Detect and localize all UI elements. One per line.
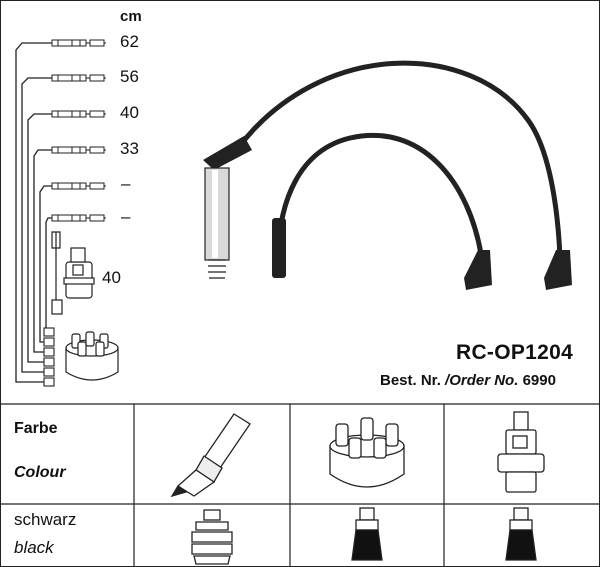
cable-length-1: 62 bbox=[120, 32, 139, 51]
cable-connector-1 bbox=[51, 39, 106, 47]
ignition-cables bbox=[203, 60, 572, 290]
boot-black-icon bbox=[351, 507, 383, 561]
cable-length-3: 40 bbox=[120, 103, 139, 122]
cable-connector-6 bbox=[51, 214, 106, 222]
tree-end-connectors bbox=[43, 327, 55, 387]
header-en: Colour bbox=[14, 464, 66, 481]
order-number: 6990 bbox=[522, 372, 556, 389]
ignition-coil-icon bbox=[497, 411, 545, 493]
cable-length-2: 56 bbox=[120, 67, 139, 86]
table-grid bbox=[0, 403, 600, 567]
cable-connector-2 bbox=[51, 74, 106, 82]
cable-length-5: – bbox=[121, 174, 131, 193]
order-prefix: Best. Nr. bbox=[380, 372, 441, 389]
spark-plug-icon bbox=[170, 413, 251, 498]
order-line: Best. Nr. /Order No. 6990 bbox=[380, 372, 556, 389]
distributor-cap-icon bbox=[329, 417, 405, 488]
color-de: schwarz bbox=[14, 510, 77, 529]
cable-length-4: 33 bbox=[120, 139, 139, 158]
cable-connector-3 bbox=[51, 110, 106, 118]
small-distributor-icon bbox=[65, 331, 119, 381]
cable-connector-4 bbox=[51, 146, 106, 154]
color-en: black bbox=[14, 538, 54, 557]
cable-tree bbox=[15, 42, 52, 383]
header-de: Farbe bbox=[14, 420, 58, 437]
small-coil-icon bbox=[51, 231, 95, 315]
cable-connectors bbox=[51, 39, 106, 222]
unit-label: cm bbox=[120, 8, 142, 25]
boot-black-icon-2 bbox=[505, 507, 537, 561]
coil-length: 40 bbox=[102, 268, 121, 287]
boot-rubber-icon bbox=[191, 509, 233, 565]
part-number: RC-OP1204 bbox=[456, 341, 574, 364]
cable-length-6: – bbox=[121, 207, 131, 226]
order-separator: / bbox=[445, 372, 450, 389]
cable-connector-5 bbox=[51, 182, 106, 190]
order-label-en: Order No. bbox=[449, 372, 519, 389]
